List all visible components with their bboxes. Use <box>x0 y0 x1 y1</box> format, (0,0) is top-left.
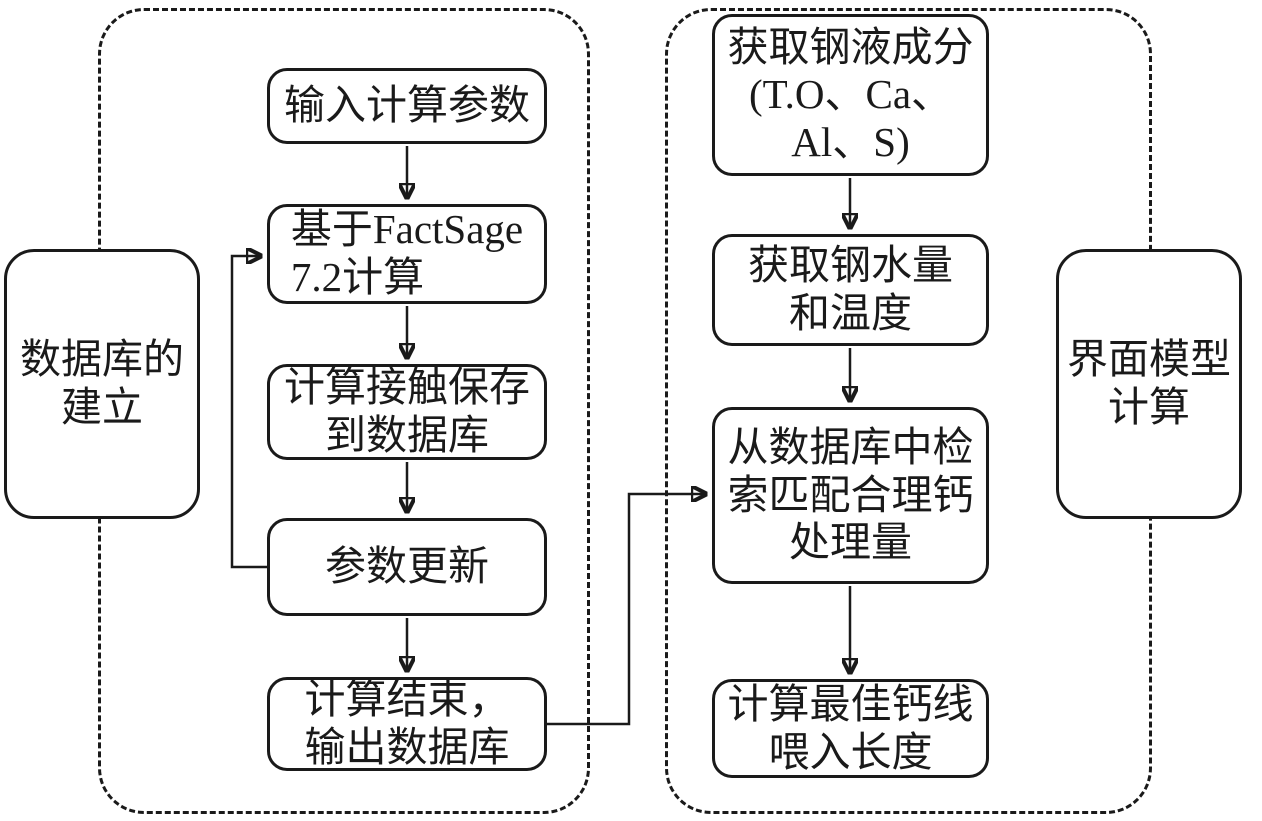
flow-box-param-update: 参数更新 <box>267 518 547 616</box>
side-label-database-build: 数据库的 建立 <box>4 249 200 519</box>
flow-box-get-steel-composition: 获取钢液成分 (T.O、Ca、 Al、S) <box>712 14 989 176</box>
flow-box-get-steel-amount-temp: 获取钢水量 和温度 <box>712 234 989 346</box>
flow-box-search-db-calcium: 从数据库中检 索匹配合理钙 处理量 <box>712 407 989 584</box>
flow-box-save-to-database: 计算接触保存 到数据库 <box>267 364 547 460</box>
flow-box-factsage-calc: 基于FactSage 7.2计算 <box>267 204 547 304</box>
flow-box-input-params: 输入计算参数 <box>267 68 547 144</box>
side-label-interface-model: 界面模型 计算 <box>1056 249 1242 519</box>
flow-box-calc-end-output-db: 计算结束， 输出数据库 <box>267 676 547 771</box>
flow-box-calc-best-wire-length: 计算最佳钙线 喂入长度 <box>712 679 989 778</box>
